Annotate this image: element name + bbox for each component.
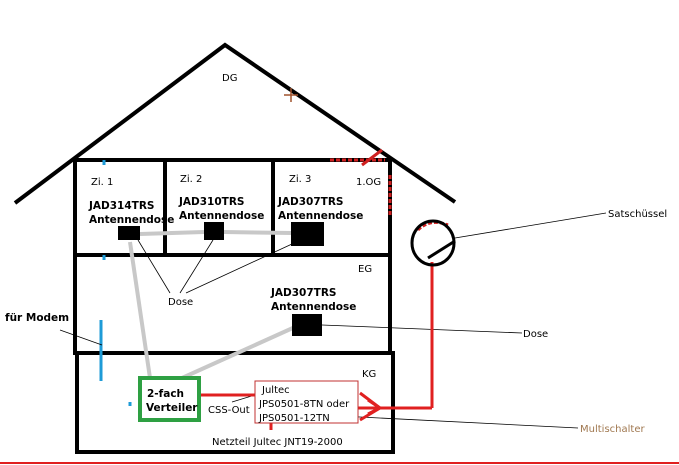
socket-zi2-model: JAD310TRS [178, 196, 244, 208]
satellite-dish-icon [410, 219, 456, 267]
socket-zi1-model: JAD314TRS [88, 200, 154, 212]
jultec-line1: Jultec [261, 385, 290, 396]
splitter-box [138, 376, 201, 422]
label-og: 1.OG [356, 177, 381, 188]
multiswitch-box [254, 380, 359, 424]
room-zi1: Zi. 1 [91, 177, 113, 188]
jultec-line3: JPS0501-12TN [258, 413, 330, 424]
socket-zi3-model: JAD307TRS [277, 196, 343, 208]
socket-eg-model: JAD307TRS [270, 287, 336, 299]
label-multiswitch: Multischalter [580, 424, 645, 435]
socket-zi2-type: Antennendose [179, 210, 264, 222]
label-dose-right: Dose [523, 329, 548, 340]
coax-cables [128, 230, 296, 380]
sat-cable [201, 262, 434, 430]
label-satellite: Satschüssel [608, 209, 667, 220]
splitter-line1: 2-fach [147, 388, 184, 400]
modem-marks [99, 160, 132, 406]
label-dose: Dose [168, 297, 193, 308]
socket-zi1 [118, 226, 140, 240]
socket-eg [292, 314, 322, 336]
leader-lines [59, 212, 607, 429]
socket-zi2 [204, 222, 224, 240]
label-eg: EG [358, 264, 372, 275]
jultec-line2: JPS0501-8TN oder [258, 399, 350, 410]
label-psu: Netzteil Jultec JNT19-2000 [212, 437, 343, 448]
socket-zi3 [291, 222, 324, 246]
label-css-out: CSS-Out [208, 405, 250, 416]
socket-eg-type: Antennendose [271, 301, 356, 313]
label-dg: DG [222, 73, 237, 84]
cable-entry-marks [330, 148, 449, 232]
room-zi2: Zi. 2 [180, 174, 202, 185]
label-kg: KG [362, 369, 376, 380]
roof [13, 42, 457, 205]
roof-cross-mark [284, 88, 298, 102]
socket-zi3-type: Antennendose [278, 210, 363, 222]
label-modem: für Modem [5, 312, 69, 324]
socket-zi1-type: Antennendose [89, 214, 174, 226]
splitter-line2: Verteiler [146, 402, 198, 414]
room-zi3: Zi. 3 [289, 174, 311, 185]
